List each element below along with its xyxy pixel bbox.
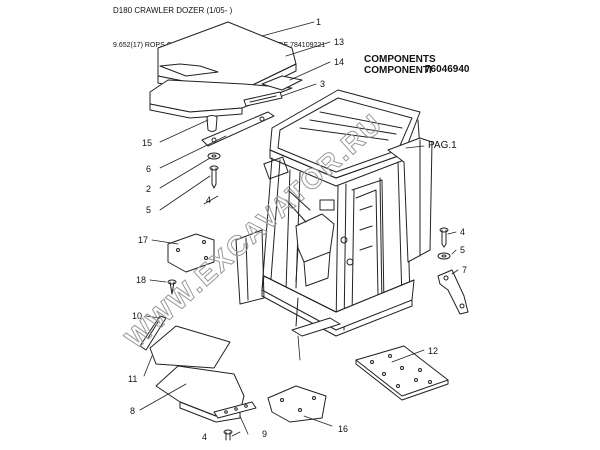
callout-10: 10 [132, 311, 142, 321]
callout-5: 5 [146, 205, 151, 215]
callout-13: 13 [334, 37, 344, 47]
components-label-en: COMPONENTS [364, 54, 436, 65]
callout-14: 14 [334, 57, 344, 67]
part-16-plate [267, 385, 327, 423]
part-12-mat [355, 345, 449, 401]
callout-8: 8 [130, 406, 135, 416]
callout-12: 12 [428, 346, 438, 356]
part-2-washer [207, 152, 221, 160]
callout-labels: 1 13 14 3 15 6 2 5 4 PAG.1 4 5 7 17 18 1… [128, 17, 467, 442]
part-15-stop [206, 115, 218, 132]
part-18-rivet [167, 279, 177, 295]
leader-lines [139, 21, 459, 437]
part-4-screw-right [439, 227, 449, 248]
part-5-screw [209, 165, 219, 189]
part-5-washer-right [437, 252, 451, 260]
part-17-panel [167, 233, 215, 273]
callout-6: 6 [146, 164, 151, 174]
part-4-screw-lower [223, 429, 233, 441]
components-code: 76046940 [425, 64, 470, 75]
callout-5-right: 5 [460, 245, 465, 255]
callout-16: 16 [338, 424, 348, 434]
callout-4-right: 4 [460, 227, 465, 237]
callout-3: 3 [320, 79, 325, 89]
cab-frame [235, 89, 433, 337]
part-10-strip [139, 315, 167, 351]
part-7-bracket [437, 269, 469, 315]
diagram-title: D180 CRAWLER DOZER (1/05- ) [113, 6, 233, 15]
callout-7: 7 [462, 265, 467, 275]
callout-9: 9 [262, 429, 267, 439]
callout-2: 2 [146, 184, 151, 194]
callout-15: 15 [142, 138, 152, 148]
callout-pag1: PAG.1 [428, 140, 457, 151]
callout-4-lower: 4 [202, 432, 207, 442]
callout-17: 17 [138, 235, 148, 245]
callout-11: 11 [128, 374, 137, 384]
part-3-bracket [243, 91, 283, 107]
callout-1: 1 [316, 17, 321, 27]
callout-18: 18 [136, 275, 146, 285]
part-11-panel [149, 325, 231, 369]
components-label-it: COMPONENTI [364, 65, 432, 76]
callout-4: 4 [206, 195, 211, 205]
part-9-strip [213, 401, 257, 419]
part-8-floor-panel [155, 365, 245, 423]
